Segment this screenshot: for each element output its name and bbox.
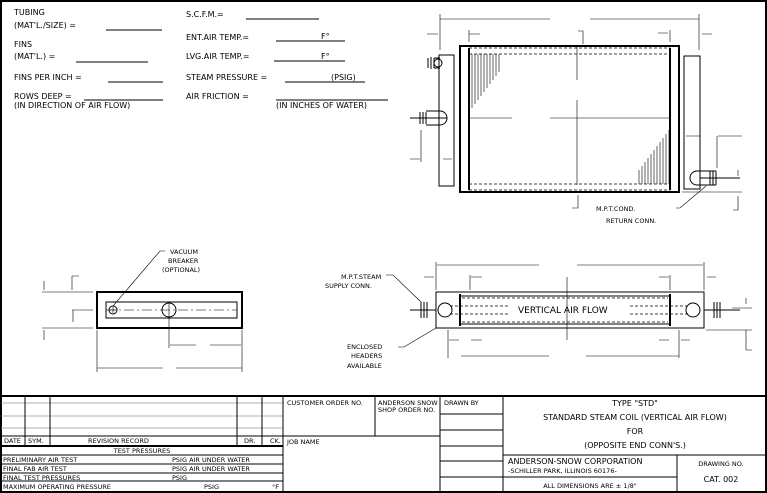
conn-title: (OPPOSITE END CONN'S.) — [584, 441, 686, 450]
supply-connection — [437, 302, 453, 318]
rev-header-sym: SYM. — [28, 437, 44, 445]
drawn-by-label: DRAWN BY — [444, 399, 479, 407]
rev-header-ck: CK. — [270, 437, 281, 445]
end-view: VACUUM BREAKER (OPTIONAL) — [42, 248, 243, 372]
title-block: DATE SYM. REVISION RECORD DR. CK. TEST P… — [1, 395, 766, 492]
rev-header-dr: DR. — [244, 437, 255, 445]
tubing-sub-label: (MAT'L./SIZE) = — [14, 21, 76, 30]
company-address: -SCHILLER PARK, ILLINOIS 60176- — [508, 467, 617, 475]
tubing-label: TUBING — [13, 8, 45, 17]
test-name: FINAL FAB AIR TEST — [3, 465, 67, 473]
test-unit-temp: °F — [272, 483, 279, 491]
test-name: MAXIMUM OPERATING PRESSURE — [3, 483, 111, 491]
rev-header-record: REVISION RECORD — [88, 437, 149, 445]
breaker-label: BREAKER — [168, 257, 199, 265]
spec-fields: TUBING (MAT'L./SIZE) = FINS (MAT'L.) = F… — [13, 8, 388, 110]
air-friction-sub-label: (IN INCHES OF WATER) — [276, 101, 367, 110]
return-conn-label: RETURN CONN. — [606, 217, 656, 225]
mpt-steam-label: M.P.T.STEAM — [341, 273, 381, 281]
available-label: AVAILABLE — [347, 362, 382, 370]
test-unit: PSIG — [172, 474, 187, 482]
company-name: ANDERSON-SNOW CORPORATION — [508, 457, 642, 466]
optional-label: (OPTIONAL) — [162, 266, 200, 274]
steam-pressure-label: STEAM PRESSURE = — [186, 73, 267, 82]
test-name: FINAL TEST PRESSURES — [3, 474, 80, 482]
description-title: STANDARD STEAM COIL (VERTICAL AIR FLOW) — [543, 413, 727, 422]
test-unit: PSIG — [204, 483, 219, 491]
for-title: FOR — [627, 427, 644, 436]
tolerance-note: ALL DIMENSIONS ARE ± 1/8" — [543, 482, 637, 490]
front-view: M.P.T.COND. RETURN CONN. — [410, 14, 742, 225]
rows-deep-sub-label: (IN DIRECTION OF AIR FLOW) — [14, 101, 130, 110]
scfm-label: S.C.F.M.= — [186, 10, 224, 19]
fins-sub-label: (MAT'L.) = — [14, 52, 55, 61]
supply-conn-label: SUPPLY CONN. — [325, 282, 372, 290]
rev-header-date: DATE — [4, 437, 21, 445]
test-pressures-title: TEST PRESSURES — [113, 447, 171, 455]
ent-air-temp-label: ENT.AIR TEMP.= — [186, 33, 249, 42]
fin-hatching — [471, 54, 670, 184]
steam-pressure-unit: (PSIG) — [331, 73, 356, 82]
enclosed-label: ENCLOSED — [347, 343, 382, 351]
fins-label: FINS — [14, 40, 32, 49]
test-unit: PSIG AIR UNDER WATER — [172, 456, 250, 464]
type-title: TYPE "STD" — [611, 399, 658, 408]
customer-order-label: CUSTOMER ORDER NO. — [287, 399, 363, 407]
shop-order-label-2: SHOP ORDER NO. — [378, 406, 435, 414]
mpt-cond-label: M.P.T.COND. — [596, 205, 636, 213]
test-name: PRELIMINARY AIR TEST — [3, 456, 77, 464]
lvg-temp-unit: F° — [321, 52, 330, 61]
rows-deep-label: ROWS DEEP = — [14, 92, 72, 101]
vertical-air-flow-label: VERTICAL AIR FLOW — [518, 306, 608, 316]
test-unit: PSIG AIR UNDER WATER — [172, 465, 250, 473]
left-header — [438, 54, 455, 187]
drawing-no-label: DRAWING NO. — [698, 460, 743, 468]
ent-temp-unit: F° — [321, 32, 330, 41]
shop-order-label-1: ANDERSON SNOW — [378, 399, 438, 407]
headers-label: HEADERS — [351, 352, 382, 360]
return-connection — [685, 302, 701, 318]
right-header — [683, 55, 701, 190]
drawing-no: CAT. 002 — [704, 475, 739, 484]
job-name-label: JOB NAME — [286, 438, 320, 446]
vacuum-label: VACUUM — [170, 248, 198, 256]
top-view: VERTICAL AIR FLOW M.P.T.STEAM SUPPLY CON… — [325, 262, 752, 370]
lvg-air-temp-label: LVG.AIR TEMP.= — [186, 52, 249, 61]
fins-per-inch-label: FINS PER INCH = — [14, 73, 82, 82]
air-friction-label: AIR FRICTION = — [186, 92, 249, 101]
